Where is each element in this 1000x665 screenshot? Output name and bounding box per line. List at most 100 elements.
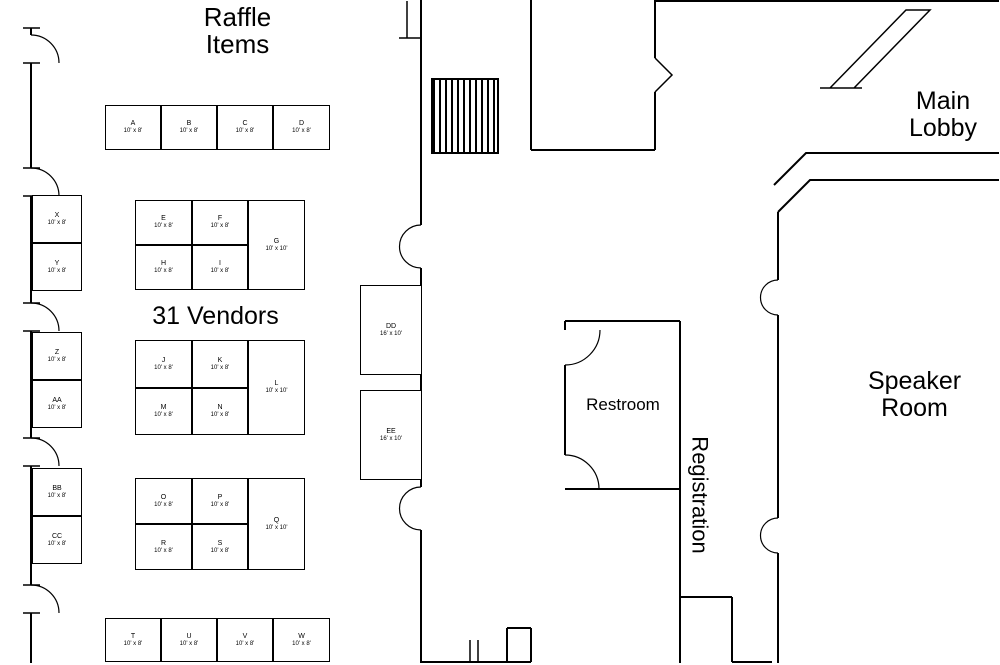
booth-label: DD <box>385 322 397 330</box>
booth-C: C 10' x 8' <box>217 105 273 150</box>
booth-label: M <box>160 404 167 411</box>
booth-size: 10' x 8' <box>123 128 143 134</box>
booth-size: 10' x 8' <box>235 640 255 647</box>
booth-size: 10' x 8' <box>210 412 230 418</box>
booth-label: L <box>274 380 279 387</box>
booth-size: 10' x 8' <box>47 267 67 274</box>
booth-size: 10' x 8' <box>47 404 67 411</box>
speaker-room-label: Speaker Room <box>842 368 987 422</box>
left-wall-door-arc-icons <box>30 34 60 614</box>
booth-label: W <box>298 632 305 640</box>
vendor-count-text: 31 Vendors <box>152 302 279 330</box>
booth-Y: Y 10' x 8' <box>32 243 82 291</box>
booth-label: J <box>161 356 166 364</box>
booth-size: 10' x 8' <box>154 268 173 274</box>
booth-L: L 10' x 10' <box>248 340 305 435</box>
booth-label: K <box>217 356 223 364</box>
booth-size: 16' x 10' <box>380 330 402 337</box>
booth-label: X <box>54 211 60 219</box>
booth-label: S <box>217 539 223 547</box>
main-lobby-line1: Main <box>915 87 971 115</box>
booth-N: N 10' x 8' <box>192 388 248 435</box>
booth-size: 10' x 8' <box>154 412 173 418</box>
booth-label: Z <box>54 348 60 356</box>
speaker-room-line1: Speaker <box>867 367 962 395</box>
booth-DD: DD 16' x 10' <box>360 285 422 375</box>
booth-label: Y <box>54 259 60 267</box>
booth-E: E 10' x 8' <box>135 200 192 245</box>
booth-label: F <box>217 215 223 222</box>
booth-I: I 10' x 8' <box>192 245 248 290</box>
booth-W: W 10' x 8' <box>273 618 330 662</box>
booth-label: P <box>217 493 223 501</box>
booth-T: T 10' x 8' <box>105 618 161 662</box>
raffle-label-line2: Items <box>205 29 270 59</box>
booth-AA: AA 10' x 8' <box>32 380 82 428</box>
booth-size: 10' x 8' <box>210 268 230 274</box>
booth-D: D 10' x 8' <box>273 105 330 150</box>
booth-size: 10' x 8' <box>123 640 143 647</box>
booth-size: 16' x 10' <box>380 435 402 442</box>
booth-size: 10' x 8' <box>210 223 230 229</box>
double-door-icon <box>654 57 674 93</box>
main-lobby-line2: Lobby <box>908 114 978 142</box>
restroom-walls <box>564 320 681 663</box>
speaker-room-walls <box>773 152 999 663</box>
booth-size: 10' x 8' <box>47 492 67 499</box>
registration-walls <box>681 596 772 663</box>
booth-size: 10' x 8' <box>47 219 67 226</box>
speaker-room-door-arc-icons <box>759 279 779 554</box>
booth-H: H 10' x 8' <box>135 245 192 290</box>
restroom-label: Restroom <box>567 322 679 488</box>
booth-size: 10' x 8' <box>47 540 67 547</box>
booth-label: CC <box>51 532 63 540</box>
booth-size: 10' x 10' <box>265 245 288 252</box>
booth-G: G 10' x 10' <box>248 200 305 290</box>
booth-size: 10' x 10' <box>265 388 288 394</box>
booth-size: 10' x 8' <box>154 501 173 508</box>
booth-size: 10' x 8' <box>154 223 173 229</box>
booth-B: B 10' x 8' <box>161 105 217 150</box>
booth-label: BB <box>52 484 62 492</box>
bottom-walls <box>421 627 532 663</box>
booth-label: C <box>242 120 248 127</box>
booth-label: I <box>219 260 221 267</box>
registration-label: Registration <box>674 402 726 588</box>
booth-size: 10' x 8' <box>154 547 173 554</box>
booth-U: U 10' x 8' <box>161 618 217 662</box>
booth-size: 10' x 8' <box>210 364 230 371</box>
booth-J: J 10' x 8' <box>135 340 192 388</box>
booth-label: E <box>161 215 166 222</box>
booth-label: N <box>217 404 223 411</box>
booth-size: 10' x 10' <box>265 524 288 531</box>
booth-M: M 10' x 8' <box>135 388 192 435</box>
booth-R: R 10' x 8' <box>135 524 192 570</box>
booth-label: AA <box>52 396 62 404</box>
booth-Q: Q 10' x 10' <box>248 478 305 570</box>
booth-size: 10' x 8' <box>210 547 230 554</box>
vestibule-walls <box>530 0 674 151</box>
booth-size: 10' x 8' <box>292 640 311 647</box>
booth-S: S 10' x 8' <box>192 524 248 570</box>
booth-label: A <box>130 120 136 127</box>
booth-O: O 10' x 8' <box>135 478 192 524</box>
speaker-room-line2: Room <box>881 394 948 422</box>
booth-size: 10' x 8' <box>47 356 67 363</box>
booth-size: 10' x 8' <box>210 501 230 508</box>
booth-label: T <box>130 632 136 640</box>
booth-label: D <box>298 120 305 127</box>
booth-size: 10' x 8' <box>154 364 173 371</box>
corridor-door-arc-icons <box>398 224 422 531</box>
escalator-ramp-icon <box>820 9 932 89</box>
booth-label: Q <box>273 516 280 524</box>
raffle-items-label: Raffle Items <box>165 4 310 58</box>
main-lobby-label: Main Lobby <box>893 88 993 142</box>
booth-P: P 10' x 8' <box>192 478 248 524</box>
booth-Z: Z 10' x 8' <box>32 332 82 380</box>
booth-BB: BB 10' x 8' <box>32 468 82 516</box>
booth-label: H <box>160 260 167 267</box>
booth-CC: CC 10' x 8' <box>32 516 82 564</box>
booth-label: U <box>186 632 192 640</box>
